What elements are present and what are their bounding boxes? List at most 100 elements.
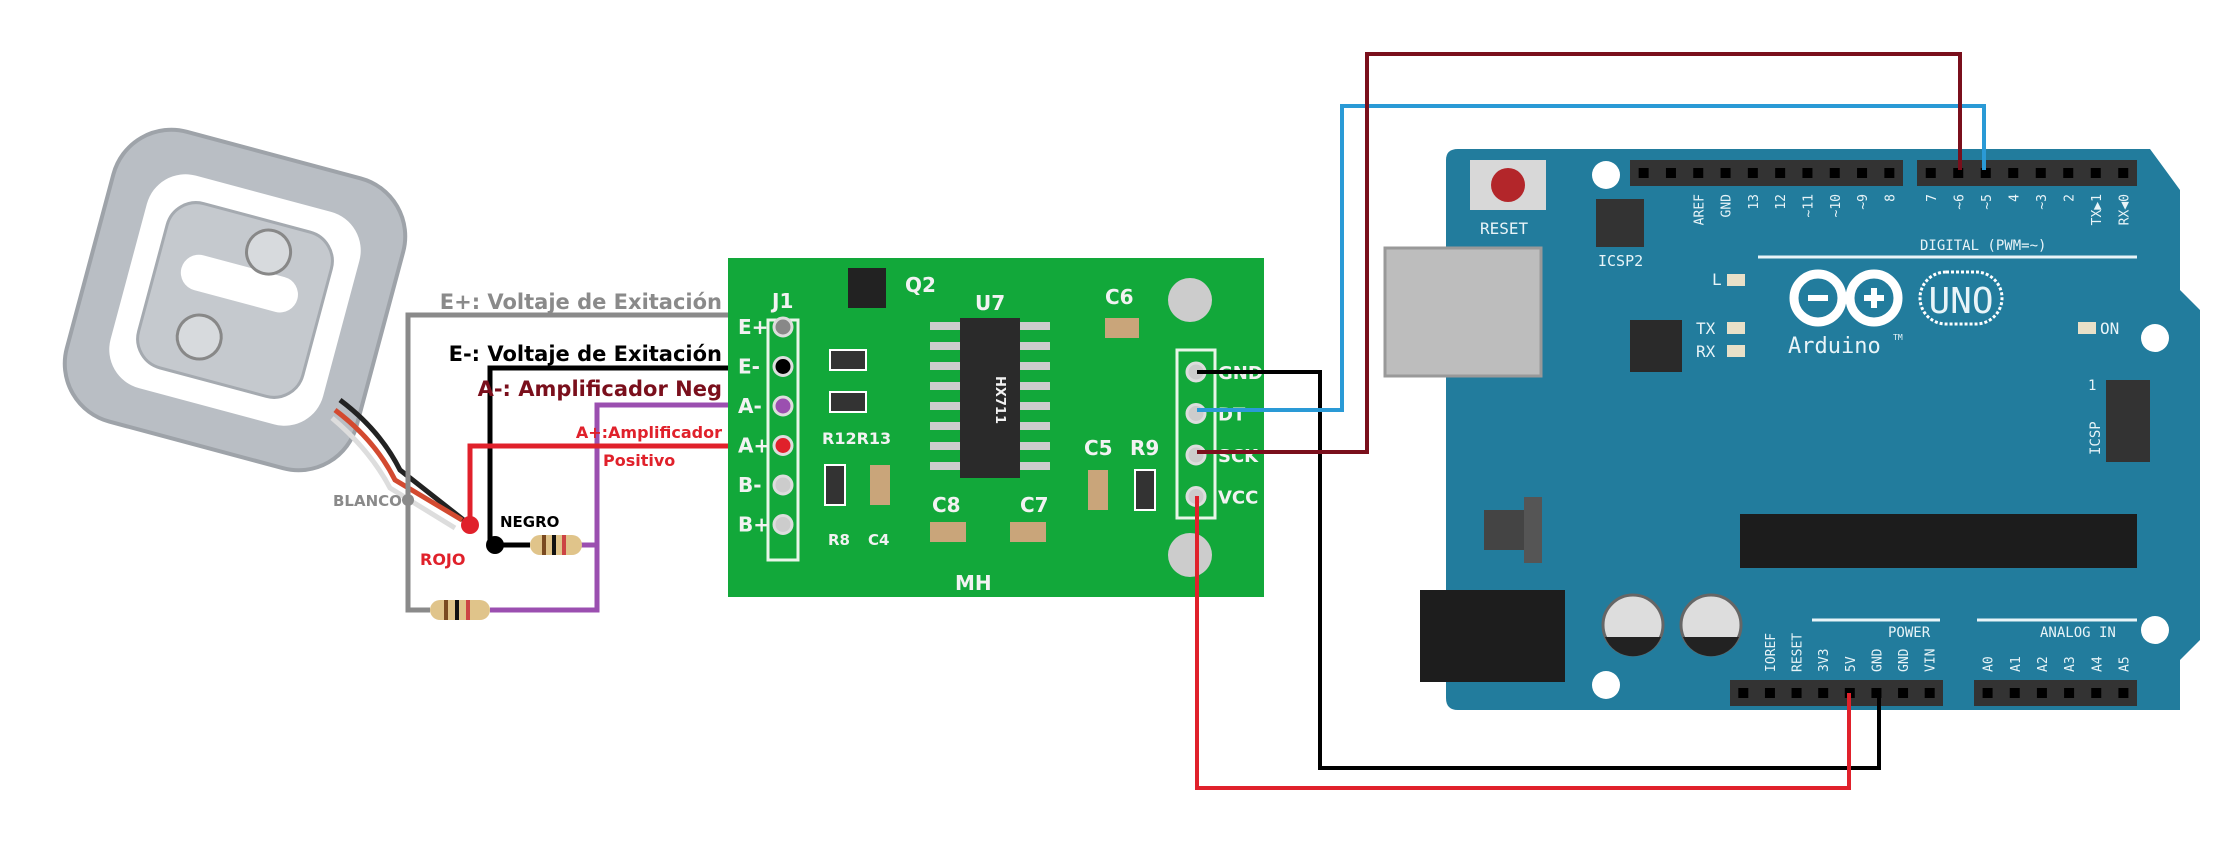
header-pin[interactable] [1791, 688, 1802, 698]
hx711-board: HX711 J1 Q2 U7 C6 C5 R9 C8 C7 R12R13 R8 … [728, 258, 1264, 597]
wire-sck-darkred [1197, 52, 1962, 454]
header-pin[interactable] [1693, 168, 1704, 178]
label-analog-in: ANALOG IN [2040, 625, 2116, 641]
pin-label: 4 [2007, 194, 2022, 202]
header-pin[interactable] [1871, 688, 1882, 698]
hx711-pin[interactable] [1185, 403, 1207, 424]
hx711-pin-label: A- [738, 394, 762, 418]
pin-label: RESET [1791, 633, 1806, 672]
header-pin[interactable] [2063, 168, 2074, 178]
header-pin[interactable] [1898, 688, 1909, 698]
header-pin[interactable] [2118, 168, 2129, 178]
hx711-pin[interactable] [772, 316, 794, 338]
pin-label: IOREF [1764, 633, 1779, 672]
led-label-l: L [1712, 270, 1722, 289]
header-pin[interactable] [1857, 168, 1868, 178]
pin-label: ~6 [1952, 194, 1967, 210]
label-icsp-pin1: 1 [2088, 378, 2096, 394]
pin-label: A3 [2063, 656, 2078, 672]
silk-c8: C8 [932, 493, 961, 517]
hx711-pin[interactable] [772, 395, 794, 417]
silk-c7: C7 [1020, 493, 1049, 517]
silk-q2: Q2 [905, 273, 936, 297]
pin-label: 13 [1747, 194, 1762, 210]
wire-gnd-black [1197, 370, 1881, 770]
pin-label: AREF [1692, 194, 1707, 225]
reset-button[interactable] [1491, 168, 1525, 202]
header-pin[interactable] [1802, 168, 1813, 178]
header-pin[interactable] [1738, 688, 1749, 698]
header-pin[interactable] [1720, 168, 1731, 178]
hx711-pin-label: B+ [738, 513, 770, 537]
hx711-pin[interactable] [772, 474, 794, 496]
led-label-tx: TX [1696, 319, 1716, 338]
pin-label: 3V3 [1817, 649, 1832, 672]
hx711-pin-label: E+ [738, 315, 768, 339]
pin-header-power_pins [1730, 680, 1943, 706]
icsp2-header [1596, 199, 1644, 247]
header-pin[interactable] [1980, 168, 1991, 178]
header-pin[interactable] [2009, 688, 2020, 698]
pin-label: A2 [2036, 656, 2051, 672]
junction-blanco [402, 494, 414, 506]
led-label-rx: RX [1696, 342, 1716, 361]
hx711-pin-label: SCK [1218, 446, 1259, 467]
hx711-chip [960, 318, 1020, 478]
usb-port [1383, 246, 1543, 378]
load-cell [62, 127, 472, 531]
label-power: POWER [1888, 625, 1931, 641]
header-pin[interactable] [1884, 168, 1895, 178]
header-pin[interactable] [2008, 168, 2019, 178]
header-pin[interactable] [1925, 168, 1936, 178]
header-pin[interactable] [2091, 688, 2102, 698]
silk-brand-mh: MH [955, 571, 992, 595]
pin-label: GND [1870, 648, 1885, 672]
pin-label: 5V [1844, 656, 1859, 672]
voltage-regulator [1484, 510, 1524, 550]
header-pin[interactable] [1953, 168, 1964, 178]
led-tx [1727, 322, 1745, 334]
hx711-pin-label: B- [738, 473, 762, 497]
pin-label: RX◀0 [2117, 194, 2132, 225]
pin-label: 8 [1883, 194, 1898, 202]
chip-marking: HX711 [992, 376, 1007, 424]
pin-label: VIN [1924, 649, 1939, 672]
header-pin[interactable] [2090, 168, 2101, 178]
header-pin[interactable] [1638, 168, 1649, 178]
header-pin[interactable] [1775, 168, 1786, 178]
header-pin[interactable] [1665, 168, 1676, 178]
led-on [2078, 322, 2096, 334]
header-pin[interactable] [1982, 688, 1993, 698]
pin-label: ~3 [2035, 194, 2050, 210]
header-pin[interactable] [1924, 688, 1935, 698]
header-pin[interactable] [1829, 168, 1840, 178]
pin-label: ~10 [1829, 194, 1844, 217]
hx711-pin-label: A+ [738, 434, 770, 458]
resistor-blanco [430, 600, 490, 620]
silk-r12r13: R12R13 [822, 429, 891, 448]
header-pin[interactable] [2035, 168, 2046, 178]
hx711-pin[interactable] [772, 356, 794, 377]
led-l [1727, 274, 1745, 286]
pin-label: GND [1720, 194, 1735, 218]
silk-c6: C6 [1105, 285, 1134, 309]
pin-label: ~5 [1980, 194, 1995, 210]
header-pin[interactable] [2036, 688, 2047, 698]
header-pin[interactable] [1747, 168, 1758, 178]
header-pin[interactable] [1818, 688, 1829, 698]
arduino-uno-board: RESET ICSP2 1 ICSP DIGITAL (PWM=~) L TX … [1383, 149, 2200, 710]
junction-rojo [461, 516, 479, 534]
led-label-on: ON [2100, 319, 2119, 338]
silk-c4: C4 [868, 531, 889, 549]
header-pin[interactable] [2064, 688, 2075, 698]
arduino-logo [1789, 269, 1903, 327]
hx711-pin[interactable] [1185, 444, 1207, 466]
power-jack [1420, 590, 1565, 682]
hx711-pin[interactable] [772, 514, 794, 535]
header-pin[interactable] [2118, 688, 2129, 698]
wire-a-plus-red [467, 443, 785, 522]
header-pin[interactable] [1764, 688, 1775, 698]
hx711-pin[interactable] [772, 435, 794, 456]
logo-text-arduino: Arduino [1788, 334, 1881, 359]
